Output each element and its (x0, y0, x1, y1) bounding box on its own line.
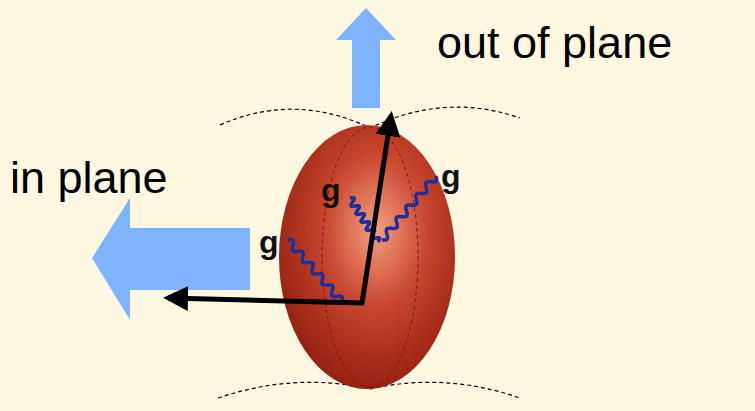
axis-label: in plane (10, 155, 168, 200)
axis-arrow (168, 298, 364, 303)
out-of-plane-arrow (336, 8, 396, 108)
gluon-label: g (259, 226, 279, 258)
axis-arrow (362, 116, 391, 303)
gluon-label: g (441, 160, 461, 192)
gluon-line (382, 176, 437, 240)
gluon-label: g (321, 174, 341, 206)
gluon-line (288, 240, 343, 302)
dashed-contour (220, 107, 520, 128)
axis-label: out of plane (437, 20, 672, 65)
